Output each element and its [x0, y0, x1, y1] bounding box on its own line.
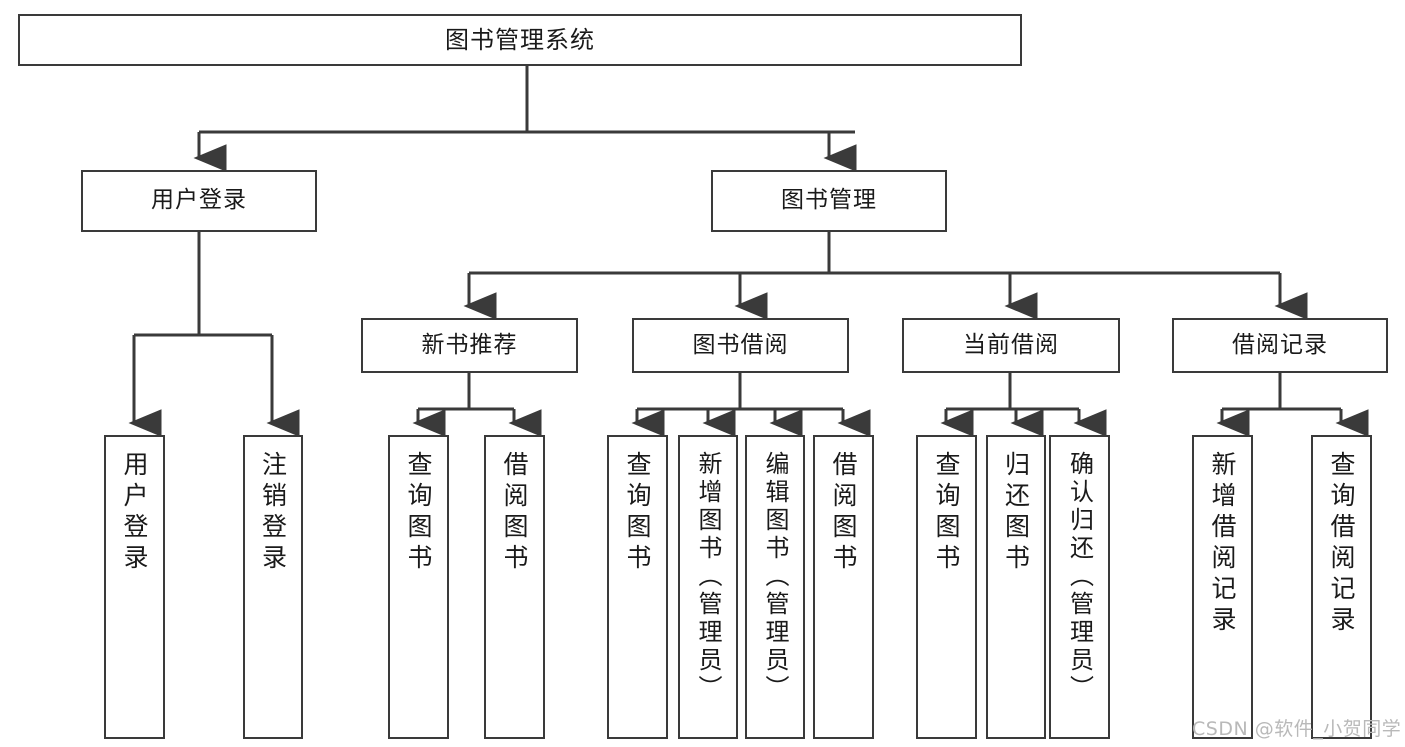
leaf-edit-book-admin-label: 编辑图书（管理员） — [761, 451, 789, 703]
node-user-login[interactable]: 用户登录 — [81, 170, 317, 232]
leaf-query-borrow-record-label: 查询借阅记录 — [1327, 451, 1356, 637]
leaf-user-login-label: 用户登录 — [120, 451, 149, 575]
leaf-query-book-current-label: 查询图书 — [932, 451, 961, 575]
leaf-add-book-admin[interactable]: 新增图书（管理员） — [678, 435, 738, 739]
leaf-query-book-recommend-label: 查询图书 — [404, 451, 433, 575]
node-book-borrow-label: 图书借阅 — [692, 331, 789, 358]
leaf-logout[interactable]: 注销登录 — [243, 435, 303, 739]
node-current-borrow[interactable]: 当前借阅 — [902, 318, 1120, 373]
leaf-query-book-recommend[interactable]: 查询图书 — [388, 435, 449, 739]
leaf-logout-label: 注销登录 — [258, 451, 288, 575]
node-root[interactable]: 图书管理系统 — [18, 14, 1022, 66]
node-user-login-label: 用户登录 — [151, 187, 247, 214]
node-new-book-recommend[interactable]: 新书推荐 — [361, 318, 578, 373]
node-new-book-recommend-label: 新书推荐 — [421, 331, 518, 358]
leaf-add-book-admin-label: 新增图书（管理员） — [694, 451, 722, 703]
node-borrow-record[interactable]: 借阅记录 — [1172, 318, 1388, 373]
node-root-label: 图书管理系统 — [445, 25, 595, 54]
node-book-borrow[interactable]: 图书借阅 — [632, 318, 849, 373]
node-borrow-record-label: 借阅记录 — [1232, 331, 1328, 358]
leaf-query-book-current[interactable]: 查询图书 — [916, 435, 977, 739]
leaf-confirm-return-admin-label: 确认归还（管理员） — [1065, 451, 1094, 703]
leaf-borrow-book[interactable]: 借阅图书 — [813, 435, 874, 739]
leaf-query-book-borrow-label: 查询图书 — [623, 451, 652, 575]
leaf-query-borrow-record[interactable]: 查询借阅记录 — [1311, 435, 1372, 739]
node-current-borrow-label: 当前借阅 — [963, 331, 1059, 358]
leaf-borrow-book-recommend-label: 借阅图书 — [500, 451, 529, 575]
leaf-add-borrow-record[interactable]: 新增借阅记录 — [1192, 435, 1253, 739]
node-book-management-label: 图书管理 — [781, 187, 877, 214]
leaf-return-book[interactable]: 归还图书 — [986, 435, 1046, 739]
leaf-borrow-book-label: 借阅图书 — [829, 451, 858, 575]
leaf-query-book-borrow[interactable]: 查询图书 — [607, 435, 668, 739]
leaf-add-borrow-record-label: 新增借阅记录 — [1208, 451, 1237, 637]
leaf-user-login[interactable]: 用户登录 — [104, 435, 165, 739]
csdn-watermark: CSDN @软件_小贺同学 — [1192, 718, 1402, 740]
leaf-edit-book-admin[interactable]: 编辑图书（管理员） — [745, 435, 805, 739]
leaf-borrow-book-recommend[interactable]: 借阅图书 — [484, 435, 545, 739]
leaf-confirm-return-admin[interactable]: 确认归还（管理员） — [1049, 435, 1110, 739]
leaf-return-book-label: 归还图书 — [1001, 451, 1031, 575]
node-book-management[interactable]: 图书管理 — [711, 170, 947, 232]
